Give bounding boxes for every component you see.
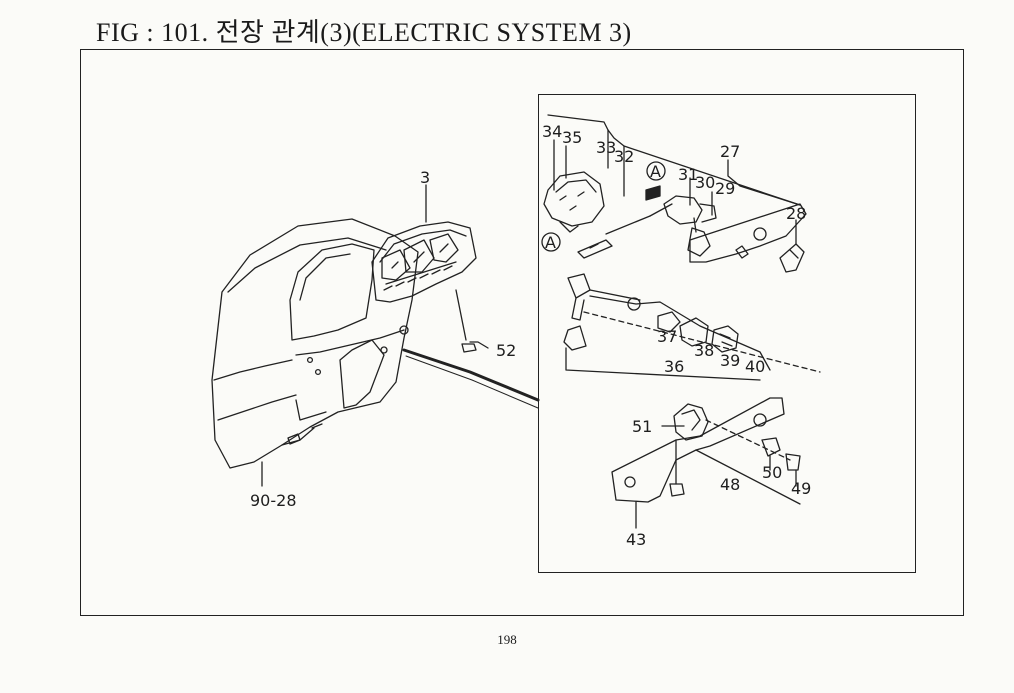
- callout-52: 52: [496, 341, 516, 360]
- callout-3: 3: [420, 168, 430, 187]
- meter-cluster: [371, 184, 477, 303]
- page-number: 198: [497, 632, 517, 647]
- callout-28: 28: [786, 204, 806, 223]
- callout-30: 30: [695, 173, 715, 192]
- view-a-label-2: A: [650, 162, 661, 181]
- view-a-label-1: A: [545, 233, 556, 252]
- callout-43: 43: [626, 530, 646, 549]
- callout-labels: 3 27 28 29 30 31 32 33 34 35 36 37 38 39…: [250, 122, 811, 549]
- view-a-markers: [541, 161, 666, 252]
- callout-50: 50: [762, 463, 782, 482]
- callout-33: 33: [596, 138, 616, 157]
- callout-32: 32: [614, 147, 634, 166]
- callout-29: 29: [715, 179, 735, 198]
- callout-37: 37: [657, 327, 677, 346]
- lower-bracket-assembly: [611, 397, 801, 529]
- detail-inset-frame: [538, 94, 916, 573]
- callout-48: 48: [720, 475, 740, 494]
- callout-49: 49: [791, 479, 811, 498]
- callout-34: 34: [542, 122, 562, 141]
- switch-assembly: [543, 114, 821, 381]
- callout-40: 40: [745, 357, 765, 376]
- figure-frame: [80, 49, 964, 616]
- callout-38: 38: [694, 341, 714, 360]
- dashboard-housing: [211, 218, 419, 487]
- screw-part-52: [455, 289, 489, 353]
- callout-27: 27: [720, 142, 740, 161]
- callout-39: 39: [720, 351, 740, 370]
- callout-51: 51: [632, 417, 652, 436]
- callout-35: 35: [562, 128, 582, 147]
- figure-title: FIG : 101. 전장 관계(3)(ELECTRIC SYSTEM 3): [96, 18, 632, 47]
- callout-31: 31: [678, 165, 698, 184]
- callout-36: 36: [664, 357, 684, 376]
- callout-90-28: 90-28: [250, 491, 297, 510]
